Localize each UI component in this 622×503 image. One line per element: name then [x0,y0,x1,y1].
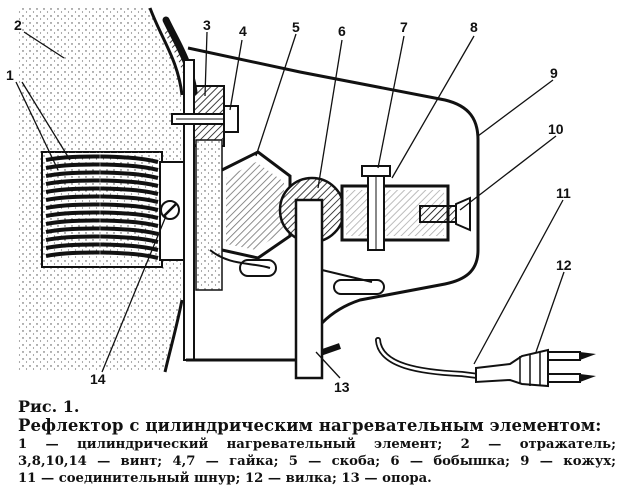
reflector-drawing [15,7,596,388]
coil-turn [45,242,159,252]
callout-11: 11 [556,185,571,201]
lamp-pins [209,249,385,295]
coil-turn [45,202,159,212]
screw-14 [160,200,180,220]
leader-lines [15,31,565,379]
coil-turn [45,194,159,204]
support [294,198,324,380]
coil-turn [45,210,159,220]
legend-line: 1 — цилиндрический нагревательный элемен… [18,437,616,452]
callout-1: 1 [6,67,14,83]
legend-line: 3,8,10,14 — винт; 4,7 — гайка; 5 — скоба… [18,454,616,469]
callout-7: 7 [400,19,408,35]
coil-turn [45,250,159,260]
callout-8: 8 [470,19,478,35]
housing-block [340,165,450,251]
figure-caption: Рис. 1. Рефлектор с цилиндрическим нагре… [18,398,616,487]
callout-13: 13 [334,379,350,395]
callout-14: 14 [90,371,106,387]
callout-2: 2 [14,17,22,33]
callout-6: 6 [338,23,346,39]
coil-turn [45,162,159,172]
callout-4: 4 [239,23,247,39]
screw-10 [419,196,471,232]
coil-turn [45,178,159,188]
coil-turn [45,218,159,228]
plug [475,348,596,388]
callout-9: 9 [550,65,558,81]
coil-turn [45,234,159,244]
legend-line: 11 — соединительный шнур; 12 — вилка; 13… [18,471,432,486]
callout-5: 5 [292,19,300,35]
mounting-wall [183,59,225,361]
coil-turn [45,154,159,164]
screw-3-nut-4 [171,105,239,133]
coil-turn [45,170,159,180]
callout-10: 10 [548,121,564,137]
coil-turn [45,186,159,196]
heating-element-coil [41,151,187,268]
callout-3: 3 [203,17,211,33]
callout-12: 12 [556,257,572,273]
connecting-cord [375,337,481,379]
figure-label: Рис. 1. [18,397,80,416]
figure-title: Рефлектор с цилиндрическим нагревательны… [18,416,602,435]
coil-turn [45,226,159,236]
